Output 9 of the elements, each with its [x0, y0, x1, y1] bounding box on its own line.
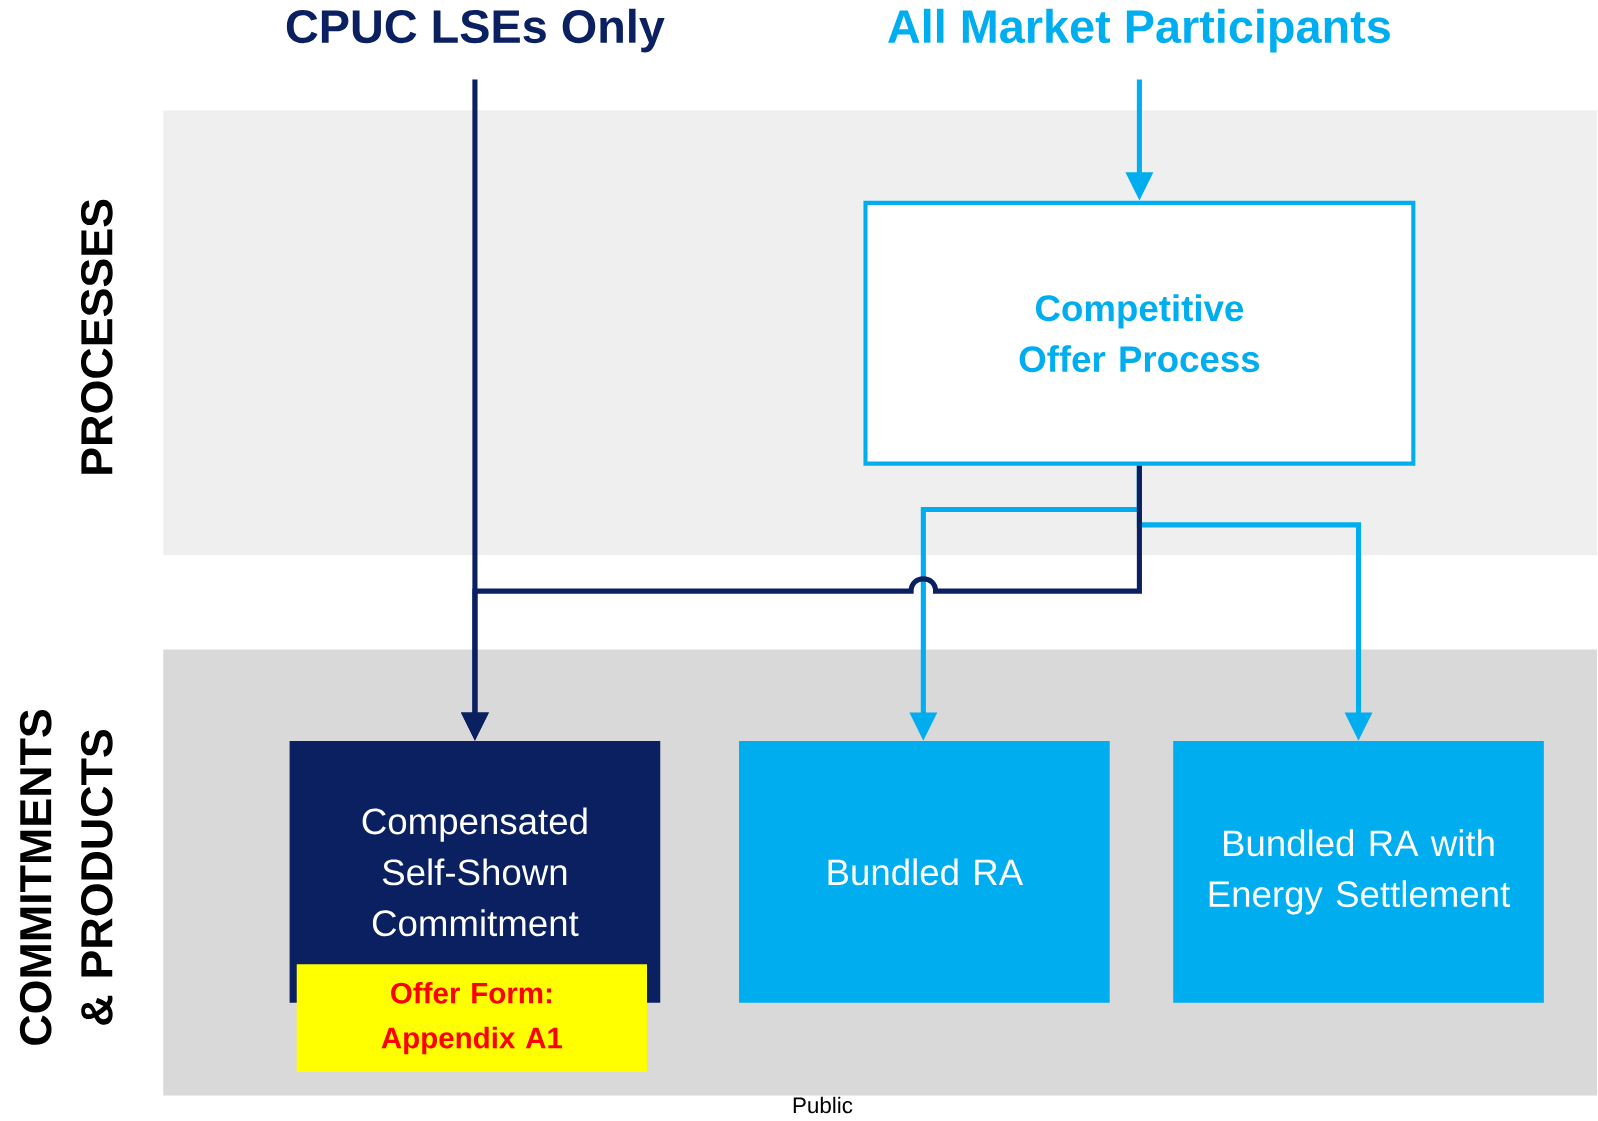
- process-box: Competitive Offer Process: [863, 200, 1416, 466]
- footer-text: Public: [793, 1096, 853, 1114]
- heading-text: CPUC LSEs Only: [286, 8, 665, 53]
- band-label: PROCESSES: [80, 199, 113, 474]
- product-box: Bundled RA: [739, 741, 1110, 1003]
- band-label: COMMITMENTS & PRODUCTS: [19, 709, 113, 1045]
- product-box: Bundled RA with Energy Settlement: [1173, 741, 1544, 1003]
- heading-text: All Market Participants: [888, 8, 1390, 53]
- note-box: Offer Form: Appendix A1: [296, 964, 647, 1073]
